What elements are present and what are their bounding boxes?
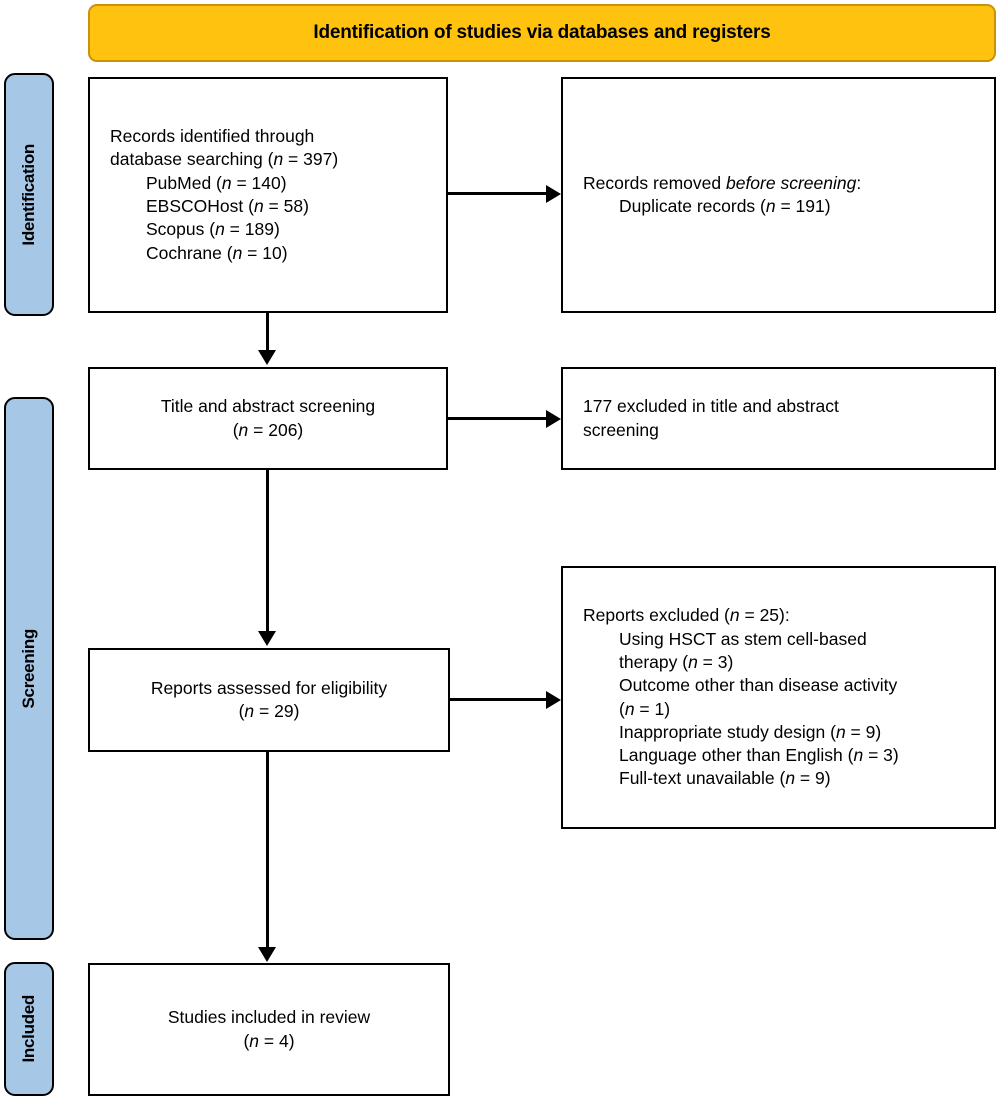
connector-eligibility-to-excluded-arrowhead — [546, 691, 561, 709]
excluded-title-line1: 177 excluded in title and abstract — [583, 396, 839, 417]
stage-label-screening: Screening — [19, 628, 38, 709]
box-studies-included-in-review: Studies included in review (n = 4) — [88, 963, 450, 1096]
stage-label-included: Included — [19, 995, 38, 1063]
connector-identified-to-screening-line — [266, 313, 269, 351]
reports-excluded-reason-language: Language other than English (n = 3) — [619, 745, 899, 766]
stage-bar-identification: Identification — [4, 73, 54, 316]
connector-identified-to-screening-arrowhead — [258, 350, 276, 365]
reports-excluded-reason-fulltext: Full-text unavailable (n = 9) — [619, 768, 831, 789]
reports-excluded-reason-hsct-a: Using HSCT as stem cell-based — [619, 628, 867, 649]
box-records-identified: Records identified through database sear… — [88, 77, 448, 313]
records-removed-duplicates: Duplicate records (n = 191) — [619, 196, 831, 216]
connector-eligibility-to-excluded-line — [450, 698, 548, 701]
eligibility-count: (n = 29) — [238, 701, 300, 721]
connector-identified-to-removed-arrowhead — [546, 185, 561, 203]
records-identified-line2: database searching (n = 397) — [110, 149, 339, 170]
reports-excluded-heading: Reports excluded (n = 25): — [583, 605, 790, 626]
reports-excluded-reason-outcome-a: Outcome other than disease activity — [619, 675, 898, 696]
box-reports-excluded: Reports excluded (n = 25): Using HSCT as… — [561, 566, 996, 829]
connector-screening-to-excluded-line — [448, 417, 548, 420]
title-abstract-line1: Title and abstract screening — [160, 396, 376, 417]
records-identified-source-cochrane: Cochrane (n = 10) — [146, 242, 288, 263]
stage-label-identification: Identification — [19, 143, 38, 246]
eligibility-line1: Reports assessed for eligibility — [150, 677, 388, 698]
box-records-removed-before-screening: Records removed before screening: Duplic… — [561, 77, 996, 313]
stage-bar-included: Included — [4, 962, 54, 1096]
diagram-header-banner: Identification of studies via databases … — [88, 4, 996, 62]
included-count: (n = 4) — [243, 1030, 295, 1051]
included-line1: Studies included in review — [167, 1007, 371, 1028]
box-title-and-abstract-screening: Title and abstract screening (n = 206) — [88, 367, 448, 470]
connector-screening-to-eligibility-line — [266, 470, 269, 632]
records-removed-heading: Records removed before screening: — [583, 172, 862, 193]
records-identified-line1: Records identified through — [110, 126, 315, 147]
stage-bar-screening: Screening — [4, 397, 54, 940]
reports-excluded-reason-outcome-b: (n = 1) — [619, 698, 671, 719]
connector-eligibility-to-included-line — [266, 752, 269, 948]
connector-screening-to-eligibility-arrowhead — [258, 631, 276, 646]
box-reports-assessed-for-eligibility: Reports assessed for eligibility (n = 29… — [88, 648, 450, 752]
records-identified-source-pubmed: PubMed (n = 140) — [146, 172, 287, 193]
reports-excluded-reason-hsct-b: therapy (n = 3) — [619, 651, 734, 672]
diagram-header-title: Identification of studies via databases … — [313, 22, 771, 43]
records-identified-source-scopus: Scopus (n = 189) — [146, 219, 280, 240]
title-abstract-count: (n = 206) — [232, 419, 304, 440]
connector-identified-to-removed-line — [448, 192, 548, 195]
excluded-title-line2: screening — [583, 419, 659, 440]
reports-excluded-reason-design: Inappropriate study design (n = 9) — [619, 721, 882, 742]
connector-screening-to-excluded-arrowhead — [546, 410, 561, 428]
box-excluded-title-and-abstract: 177 excluded in title and abstract scree… — [561, 367, 996, 470]
records-identified-source-ebscohost: EBSCOHost (n = 58) — [146, 196, 309, 216]
connector-eligibility-to-included-arrowhead — [258, 947, 276, 962]
